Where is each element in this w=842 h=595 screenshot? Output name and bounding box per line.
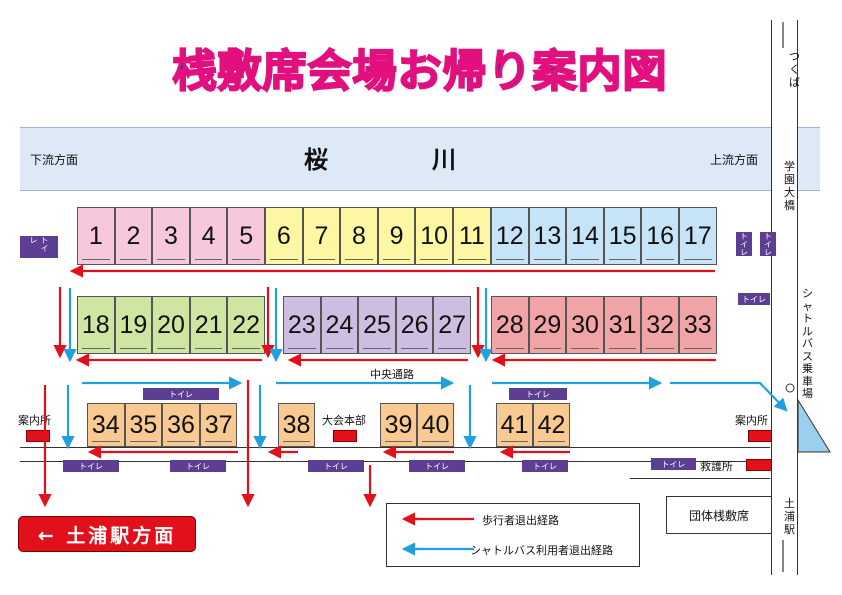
seat-block-5: 5	[227, 207, 265, 265]
seat-block-30: 30	[566, 296, 604, 354]
seat-block-8: 8	[340, 207, 378, 265]
downstream-label: 下流方面	[30, 153, 79, 167]
headquarters-label: 大会本部	[322, 414, 366, 427]
seat-block-2: 2	[114, 207, 153, 265]
info-right-label: 案内所	[735, 414, 768, 427]
headquarters-marker	[333, 430, 357, 442]
seat-block-4: 4	[189, 207, 228, 265]
seat-block-21: 21	[189, 296, 228, 354]
seat-block-20: 20	[152, 296, 190, 354]
seat-block-27: 27	[433, 296, 471, 354]
toilet-6: トイレ	[509, 388, 567, 400]
seat-block-23: 23	[283, 296, 321, 354]
seat-block-37: 37	[199, 403, 238, 447]
seat-block-32: 32	[641, 296, 679, 354]
seat-block-22: 22	[227, 296, 265, 354]
toilet-11: トイレ	[522, 460, 568, 472]
seat-block-25: 25	[358, 296, 396, 354]
seat-block-40: 40	[417, 403, 454, 447]
seat-block-19: 19	[114, 296, 153, 354]
south-road-branch	[630, 458, 770, 479]
page-title: 桟敷席会場お帰り案内図	[172, 45, 668, 98]
toilet-1: トイレ	[20, 236, 58, 258]
seat-block-41: 41	[496, 403, 533, 447]
seat-block-6: 6	[265, 207, 303, 265]
info-left-label: 案内所	[18, 414, 51, 427]
river-name: 桜 川	[304, 146, 496, 174]
north-label: つくば	[789, 50, 800, 89]
seat-block-10: 10	[415, 207, 453, 265]
first-aid-label: 救護所	[700, 460, 733, 473]
seat-block-15: 15	[603, 207, 642, 265]
legend-shuttle-label: シャトルバス利用者退出経路	[470, 544, 613, 557]
toilet-8: トイレ	[170, 460, 226, 472]
central-path-label: 中央通路	[370, 368, 414, 381]
toilet-5: トイレ	[143, 388, 219, 400]
seat-block-36: 36	[162, 403, 200, 447]
seat-block-13: 13	[528, 207, 567, 265]
toilet-10: トイレ	[409, 460, 465, 472]
info-right-marker	[748, 430, 772, 442]
station-direction-sign: ← 土浦駅方面	[18, 516, 196, 552]
seat-block-17: 17	[679, 207, 717, 265]
seat-block-39: 39	[380, 403, 417, 447]
toilet-9: トイレ	[308, 460, 364, 472]
legend	[386, 503, 640, 567]
bridge-label: 学園大橋	[784, 160, 795, 212]
river	[20, 127, 820, 191]
seat-block-29: 29	[528, 296, 567, 354]
shuttle-route-23	[670, 381, 788, 412]
group-seats: 団体桟敷席	[666, 496, 772, 534]
seat-block-34: 34	[87, 403, 125, 447]
toilet-2: トイレ	[736, 232, 752, 256]
seat-block-7: 7	[302, 207, 341, 265]
south-label: 土浦駅	[784, 497, 795, 536]
seat-block-11: 11	[453, 207, 491, 265]
seat-block-24: 24	[320, 296, 359, 354]
shuttle-stop-label: シャトルバス乗車場	[802, 287, 813, 400]
seat-block-9: 9	[377, 207, 416, 265]
first-aid-marker	[746, 459, 772, 471]
group-seats-label: 団体桟敷席	[688, 508, 749, 523]
main-road	[771, 20, 798, 575]
seat-block-28: 28	[491, 296, 529, 354]
seat-block-14: 14	[566, 207, 604, 265]
seat-block-12: 12	[491, 207, 529, 265]
seat-block-38: 38	[278, 403, 315, 447]
toilet-3: トイレ	[760, 232, 776, 256]
seat-block-33: 33	[679, 296, 717, 354]
toilet-4: トイレ	[738, 293, 770, 305]
seat-block-1: 1	[77, 207, 115, 265]
seat-block-42: 42	[533, 403, 570, 447]
legend-walk-label: 歩行者退出経路	[482, 514, 559, 527]
toilet-12: トイレ	[651, 458, 696, 470]
shuttle-boarding-area	[797, 398, 831, 453]
toilet-7: トイレ	[63, 460, 119, 472]
seat-block-26: 26	[395, 296, 434, 354]
bus-stop-icon	[785, 383, 795, 393]
seat-block-31: 31	[603, 296, 642, 354]
seat-block-18: 18	[77, 296, 115, 354]
seat-block-3: 3	[152, 207, 190, 265]
seat-block-16: 16	[641, 207, 679, 265]
upstream-label: 上流方面	[710, 153, 759, 167]
seat-block-35: 35	[124, 403, 163, 447]
station-sign-text: ← 土浦駅方面	[37, 524, 177, 547]
